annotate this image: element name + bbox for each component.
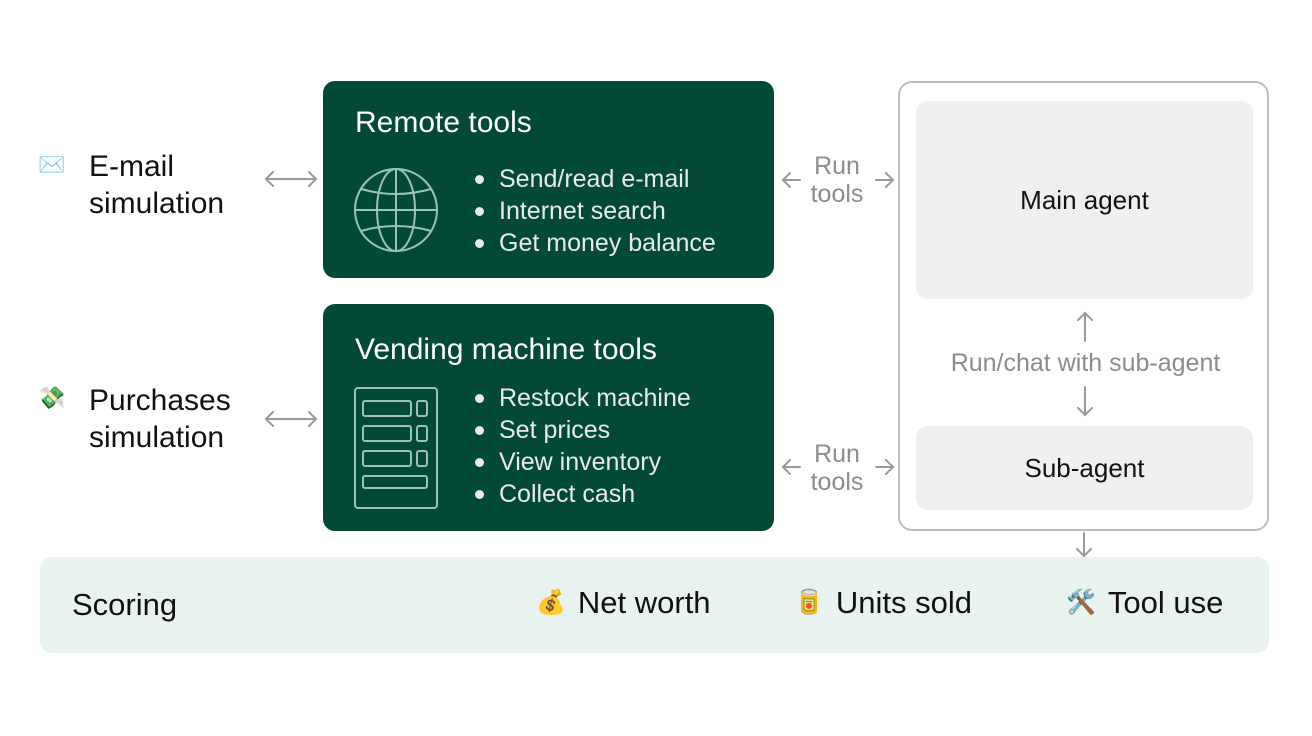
email-simulation-label: E-mail simulation — [89, 150, 225, 220]
vending-machine-icon — [354, 387, 438, 509]
run-tools-connector-top: Run tools — [778, 152, 898, 208]
metric-net-worth: 💰 Net worth — [536, 585, 711, 620]
scoring-title: Scoring — [72, 587, 178, 622]
list-item: Internet search — [471, 195, 716, 227]
money-bag-icon: 💰 — [536, 589, 566, 616]
remote-tools-list: Send/read e-mail Internet search Get mon… — [471, 163, 716, 259]
list-item: Send/read e-mail — [471, 163, 716, 195]
globe-icon — [354, 168, 438, 252]
list-item: View inventory — [471, 446, 691, 478]
purchases-simulation: 💸 Purchases simulation — [38, 382, 278, 462]
arrow-left-icon — [781, 172, 801, 188]
list-item: Collect cash — [471, 478, 691, 510]
arrow-left-icon — [781, 459, 801, 475]
list-item: Restock machine — [471, 382, 691, 414]
money-with-wings-icon: 💸 — [38, 385, 66, 410]
scoring-bar: Scoring 💰 Net worth 🥫 Units sold 🛠️ Tool… — [40, 557, 1269, 653]
main-agent-box: Main agent — [916, 101, 1253, 299]
email-simulation: ✉️ E-mail simulation — [38, 148, 268, 228]
arrow-down-icon — [1077, 386, 1093, 417]
email-to-remote-arrow — [264, 171, 318, 187]
metric-units-sold: 🥫 Units sold — [794, 585, 972, 620]
list-item: Set prices — [471, 414, 691, 446]
purchases-simulation-label: Purchases simulation — [89, 384, 231, 454]
envelope-icon: ✉️ — [38, 152, 66, 177]
purchases-to-vending-arrow — [264, 411, 318, 427]
list-item: Get money balance — [471, 227, 716, 259]
arrow-up-icon — [1077, 311, 1093, 342]
run-tools-label: Run tools — [810, 440, 864, 496]
vending-tools-title: Vending machine tools — [355, 333, 657, 366]
metric-tool-use: 🛠️ Tool use — [1066, 585, 1224, 620]
sub-agent-box: Sub-agent — [916, 426, 1253, 510]
run-tools-label: Run tools — [810, 152, 864, 208]
vending-tools-list: Restock machine Set prices View inventor… — [471, 382, 691, 510]
vending-tools-box: Vending machine tools Restock machine Se… — [323, 304, 774, 531]
remote-tools-box: Remote tools Send/read e-mail Internet s… — [323, 81, 774, 278]
arrow-right-icon — [875, 172, 895, 188]
remote-tools-title: Remote tools — [355, 106, 532, 139]
agent-panel: Main agent Run/chat with sub-agent Sub-a… — [898, 81, 1269, 531]
tools-icon: 🛠️ — [1066, 589, 1096, 616]
sub-agent-link-label: Run/chat with sub-agent — [950, 349, 1221, 377]
arrow-right-icon — [875, 459, 895, 475]
run-tools-connector-bottom: Run tools — [778, 440, 898, 496]
can-icon: 🥫 — [794, 589, 824, 616]
arrow-down-icon — [1076, 532, 1092, 558]
